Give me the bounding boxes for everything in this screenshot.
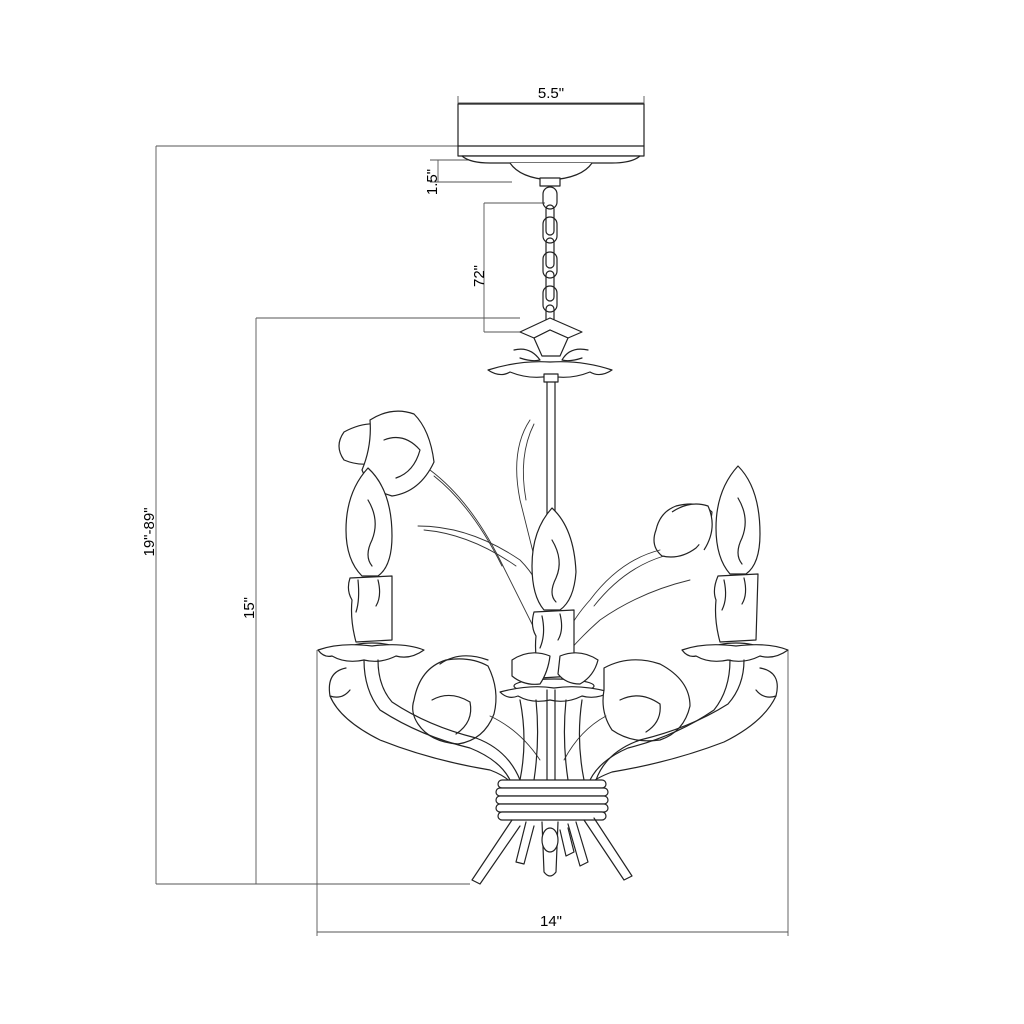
candle-left: [345, 467, 395, 654]
arms: [328, 659, 778, 785]
canopy: [457, 103, 645, 187]
body-height-label: 15": [241, 597, 258, 619]
dimension-labels: 5.5" 1.5" 72" 19"-89" 15" 14": [141, 85, 564, 930]
candle-right: [713, 465, 761, 654]
candles: [345, 465, 761, 694]
canopy-width-label: 5.5": [538, 85, 564, 102]
stem-ends: [471, 817, 633, 885]
binding-wrap: [495, 779, 609, 821]
body-width-label: 14": [540, 913, 562, 930]
bobeches: [317, 644, 789, 702]
chain-length-label: 72": [471, 265, 488, 287]
dimension-lines: [155, 96, 789, 936]
overall-height-label: 19"-89": [141, 507, 158, 556]
chain: [542, 186, 558, 326]
crown: [487, 317, 613, 601]
upper-tulips: [338, 410, 713, 651]
canopy-height-label: 1.5": [424, 169, 441, 195]
lower-tulips: [412, 652, 691, 761]
